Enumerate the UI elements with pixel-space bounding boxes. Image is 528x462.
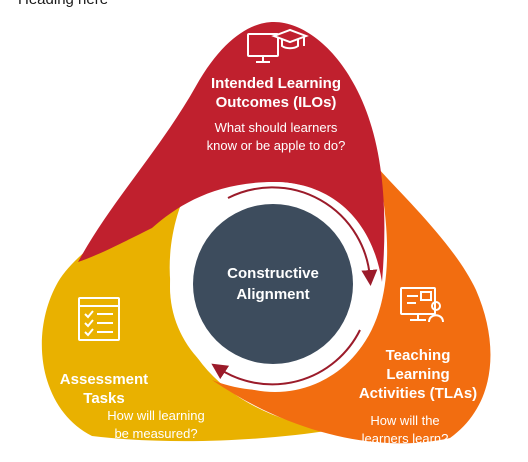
ilo-petal (78, 22, 385, 282)
center-circle (193, 204, 353, 364)
assessment-question-line2: be measured? (114, 426, 197, 441)
presentation-screen-icon (400, 287, 444, 323)
ilo-title-line1: Intended Learning (211, 75, 341, 92)
assessment-question-line1: How will learning (107, 408, 205, 423)
assessment-title-line1: Assessment (60, 371, 148, 388)
checklist-icon (78, 297, 120, 341)
tla-title-line3: Activities (TLAs) (359, 385, 477, 402)
tla-question-line1: How will the (370, 413, 439, 428)
heading: Heading here (18, 0, 108, 8)
center-label-line1: Constructive (227, 265, 319, 282)
tla-title-line1: Teaching (386, 347, 451, 364)
tla-petal (212, 168, 491, 444)
cycle-arrow-top (227, 186, 378, 286)
ilo-question-line1: What should learners (215, 120, 338, 135)
computer-graduation-cap-icon (247, 28, 309, 63)
assessment-title-line2: Tasks (83, 390, 124, 407)
ilo-title-line2: Outcomes (ILOs) (216, 94, 337, 111)
cycle-arrow-right (211, 329, 361, 386)
tla-title-line2: Learning (386, 366, 449, 383)
ilo-question-line2: know or be apple to do? (207, 138, 346, 153)
cycle-arrow-left (170, 206, 212, 323)
tla-question-line2: learners learn? (362, 431, 449, 446)
center-label-line2: Alignment (236, 286, 309, 303)
